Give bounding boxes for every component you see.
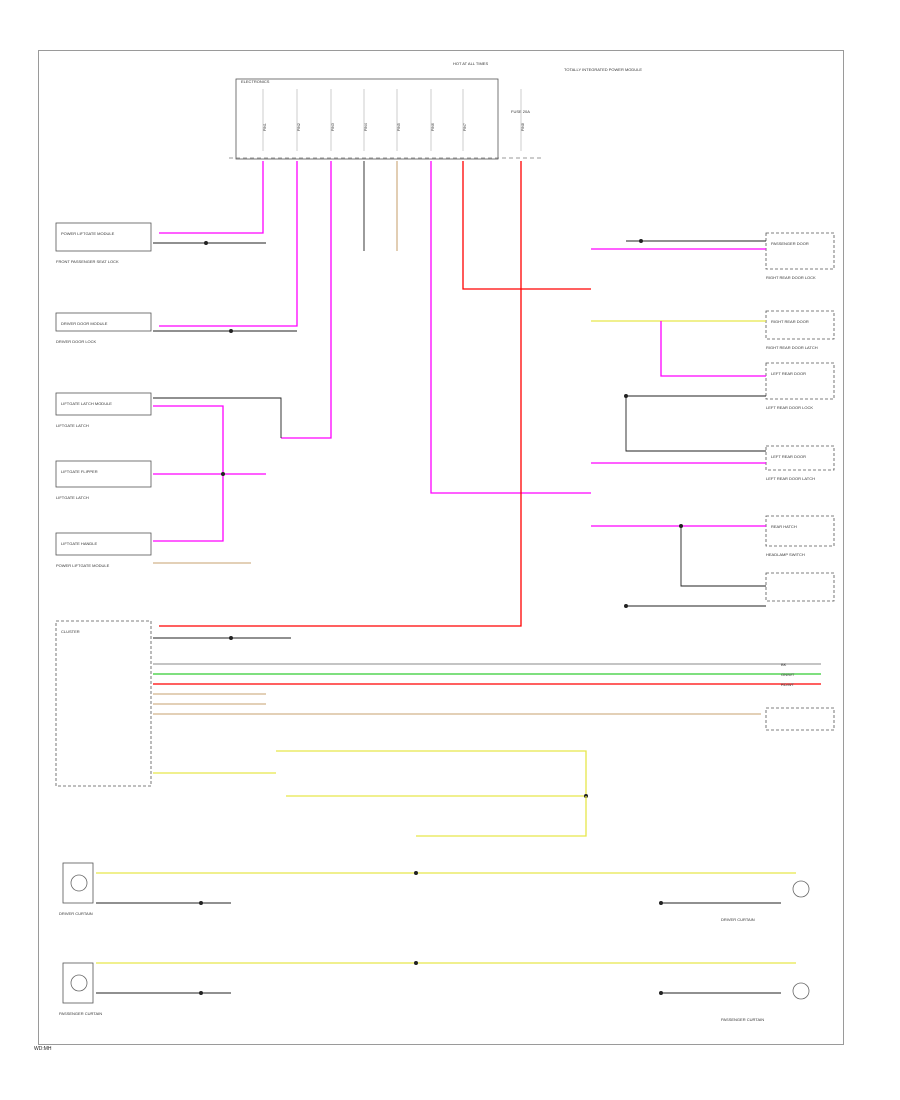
fuse-pin-label-4: PIN4 [364, 123, 368, 131]
fuse-pin-label-2: PIN2 [297, 123, 301, 131]
wire-pink-1 [159, 161, 264, 234]
right-component-sub-3: LEFT REAR DOOR LOCK [766, 405, 813, 410]
speaker-label-4: PASSENGER CURTAIN [721, 1017, 764, 1022]
right-component-sub-2: RIGHT REAR DOOR LATCH [766, 345, 818, 350]
bus-label-red: RD/WT [781, 682, 795, 687]
right-component-4 [765, 445, 835, 471]
fuse-pin-label-5: PIN5 [397, 123, 401, 131]
right-component-3 [765, 362, 835, 400]
left-component-sub-1: FRONT PASSENGER SEAT LOCK [56, 259, 119, 264]
left-component-label-5: LIFTGATE HANDLE [61, 541, 97, 546]
fuse-block-header: HOT AT ALL TIMES [453, 61, 488, 66]
footer-code: WD:MH [34, 1046, 52, 1052]
wire-pink-4 [430, 161, 591, 494]
left-component-label-2: DRIVER DOOR MODULE [61, 321, 108, 326]
right-component-sub-5: HEADLAMP SWITCH [766, 552, 805, 557]
speaker-label-2: PASSENGER CURTAIN [59, 1011, 102, 1016]
ground-dot-7 [199, 901, 203, 905]
left-component-3 [55, 392, 152, 416]
right-component-6 [765, 572, 835, 602]
speaker-box-2 [62, 962, 94, 1004]
left-component-5 [55, 532, 152, 556]
ground-dot-1 [204, 241, 208, 245]
left-component-4 [55, 460, 152, 488]
speaker-box-1 [62, 862, 94, 904]
fuse-pin-label-7: PIN7 [463, 123, 467, 131]
right-component-5 [765, 515, 835, 547]
right-component-label-2: RIGHT REAR DOOR [771, 319, 809, 324]
wire-black-r3 [625, 396, 766, 452]
ground-dot-8 [659, 901, 663, 905]
right-component-label-3: LEFT REAR DOOR [771, 371, 806, 376]
bus-label-green: GN/WT [781, 672, 795, 677]
speaker-icon-3 [792, 880, 810, 898]
right-component-label-5: REAR HATCH [771, 524, 797, 529]
left-component-1 [55, 222, 152, 252]
speaker-icon-4 [792, 982, 810, 1000]
right-component-2 [765, 310, 835, 340]
wiring-diagram: ELECTRONICS HOT AT ALL TIMES TOTALLY INTEG… [55, 61, 835, 1022]
left-component-label-3: LIFTGATE LATCH MODULE [61, 401, 112, 406]
wire-red-1 [462, 161, 591, 290]
left-component-sub-4: LIFTGATE LATCH [56, 495, 89, 500]
wire-black-r4 [680, 526, 766, 587]
fuse-pin-label-6: PIN6 [431, 123, 435, 131]
fuse-pin-label-8: PIN8 [521, 123, 525, 131]
left-component-sub-3: LIFTGATE LATCH [56, 423, 89, 428]
right-component-1 [765, 232, 835, 270]
speaker-label-1: DRIVER CURTAIN [59, 911, 93, 916]
speaker-icon-2 [70, 974, 88, 992]
speaker-label-3: DRIVER CURTAIN [721, 917, 755, 922]
splice-dot-1 [221, 472, 225, 476]
right-component-sub-4: LEFT REAR DOOR LATCH [766, 476, 815, 481]
diagram-frame: ELECTRONICS HOT AT ALL TIMES TOTALLY INTEG… [38, 50, 844, 1045]
wire-pink-r2 [660, 321, 766, 377]
wire-yellow-4 [416, 796, 587, 837]
ground-dot-9 [199, 991, 203, 995]
ground-dot-4 [639, 239, 643, 243]
right-component-label-1: PASSENGER DOOR [771, 241, 809, 246]
splice-dot-4 [414, 871, 418, 875]
fuse-pin-label-1: PIN1 [263, 123, 267, 131]
wire-yellow-2 [276, 750, 587, 796]
left-component-label-1: POWER LIFTGATE MODULE [61, 231, 115, 236]
fuse-block [235, 78, 499, 160]
right-component-sub-1: RIGHT REAR DOOR LOCK [766, 275, 816, 280]
right-component-label-4: LEFT REAR DOOR [771, 454, 806, 459]
wire-black-2 [153, 397, 282, 438]
ground-dot-6 [624, 604, 628, 608]
ground-dot-3 [229, 636, 233, 640]
fuse-label: FUSE 20A [511, 109, 530, 114]
left-component-2 [55, 312, 152, 332]
ground-dot-10 [659, 991, 663, 995]
wire-pink-3 [281, 161, 332, 439]
left-component-sub-2: DRIVER DOOR LOCK [56, 339, 97, 344]
speaker-icon-1 [70, 874, 88, 892]
right-component-7 [765, 707, 835, 731]
left-component-label-6: CLUSTER [61, 629, 80, 634]
bus-label-black: BK [781, 662, 787, 667]
fuse-block-title: ELECTRONICS [241, 79, 270, 84]
splice-dot-5 [414, 961, 418, 965]
wire-pink-2 [159, 161, 298, 327]
left-component-label-4: LIFTGATE FLIPPER [61, 469, 98, 474]
left-component-sub-5: POWER LIFTGATE MODULE [56, 563, 110, 568]
fuse-pin-label-3: PIN3 [331, 123, 335, 131]
wire-red-main [159, 161, 522, 627]
ground-dot-2 [229, 329, 233, 333]
fuse-block-side-label: TOTALLY INTEGRATED POWER MODULE [564, 67, 642, 72]
left-component-6 [55, 620, 152, 787]
